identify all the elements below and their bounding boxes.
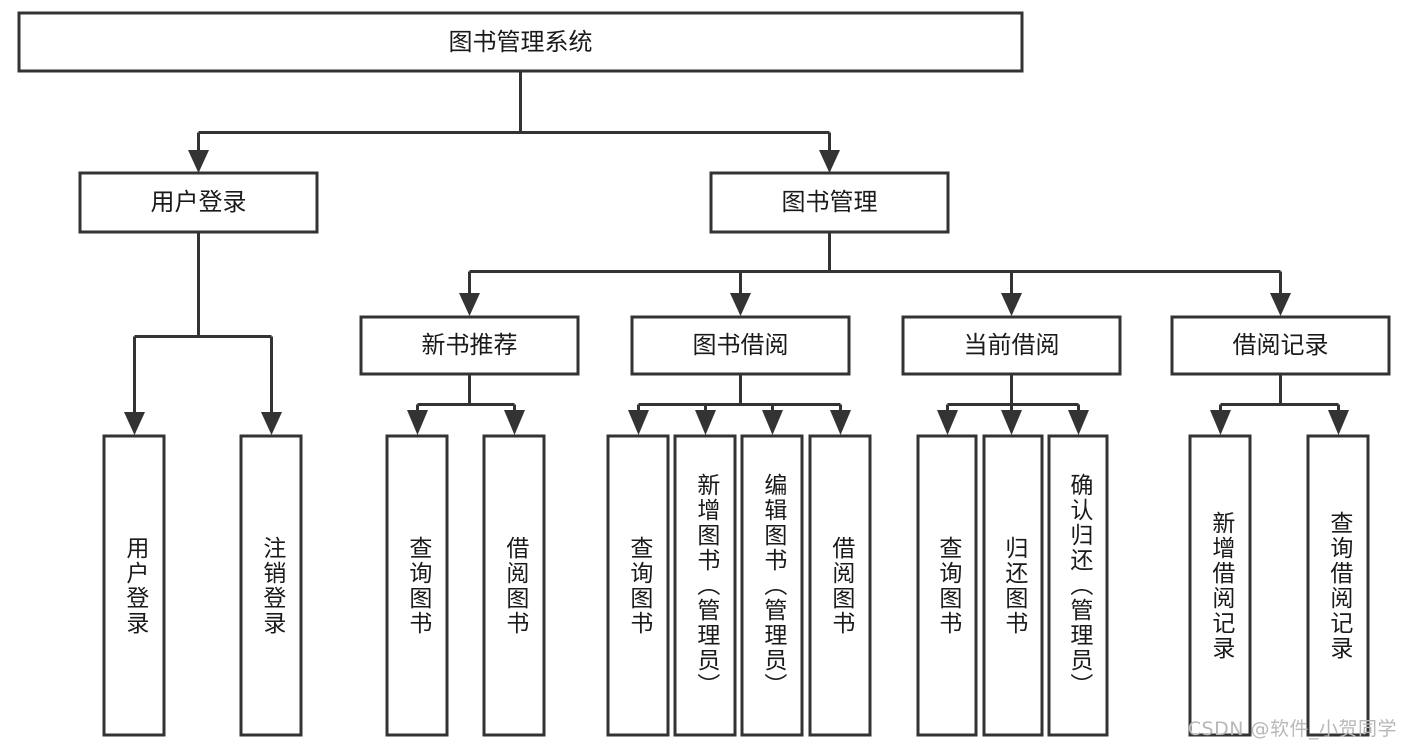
- node-book-borrow-rect[interactable]: [630, 315, 851, 376]
- connector-group-book-borrow: [628, 374, 851, 435]
- node-new-book-recommend[interactable]: 新书推荐: [359, 315, 580, 376]
- arrow-head-leaf-borrow-book-1: [504, 410, 525, 435]
- connector-group-borrow-record: [1210, 374, 1349, 435]
- node-book-borrow[interactable]: 图书借阅: [630, 315, 851, 376]
- node-leaf-add-record-rect[interactable]: [1188, 434, 1252, 737]
- arrow-head-leaf-query-book-1: [407, 410, 428, 435]
- arrow-head-leaf-borrow-book-2: [830, 410, 851, 435]
- node-current-borrow-label: 当前借阅: [964, 331, 1060, 359]
- arrow-head-leaf-query-book-2: [628, 410, 649, 435]
- node-leaf-borrow-book-2-rect[interactable]: [808, 434, 872, 737]
- node-book-manage-label: 图书管理: [782, 188, 878, 216]
- arrow-head-leaf-add-record: [1210, 410, 1231, 435]
- arrow-head-new-book-recommend: [459, 293, 480, 316]
- node-leaf-query-book-3-rect[interactable]: [916, 434, 978, 737]
- node-root-rect[interactable]: [17, 11, 1024, 73]
- connector-group-book-manage: [459, 232, 1291, 316]
- node-leaf-logout-rect[interactable]: [239, 434, 303, 737]
- arrow-head-leaf-user-login: [124, 412, 145, 435]
- node-user-login[interactable]: 用户登录: [78, 171, 319, 234]
- arrow-head-user-login: [188, 150, 209, 173]
- node-book-manage-rect[interactable]: [709, 171, 950, 234]
- arrow-head-borrow-record: [1270, 293, 1291, 316]
- arrow-head-leaf-query-book-3: [937, 410, 958, 435]
- arrow-head-leaf-edit-book: [762, 410, 783, 435]
- node-leaf-query-book-2-rect[interactable]: [606, 434, 670, 737]
- arrow-head-leaf-confirm-return: [1068, 410, 1089, 435]
- node-leaf-user-login-rect[interactable]: [102, 434, 166, 737]
- node-book-manage[interactable]: 图书管理: [709, 171, 950, 234]
- node-leaf-edit-book-rect[interactable]: [740, 434, 804, 737]
- arrow-head-leaf-add-book: [695, 410, 716, 435]
- connector-group-new-book-recommend: [407, 374, 525, 435]
- node-leaf-confirm-return-rect[interactable]: [1047, 434, 1109, 737]
- arrow-head-leaf-query-record: [1328, 410, 1349, 435]
- node-borrow-record[interactable]: 借阅记录: [1170, 315, 1391, 376]
- connector-group-root: [188, 71, 840, 173]
- node-leaf-add-book-rect[interactable]: [673, 434, 737, 737]
- node-user-login-label: 用户登录: [151, 188, 247, 216]
- node-user-login-rect[interactable]: [78, 171, 319, 234]
- node-borrow-record-label: 借阅记录: [1233, 331, 1329, 359]
- arrow-head-book-manage: [819, 150, 840, 173]
- node-current-borrow[interactable]: 当前借阅: [901, 315, 1122, 376]
- arrow-head-current-borrow: [1001, 293, 1022, 316]
- node-leaf-borrow-book-1-rect[interactable]: [482, 434, 546, 737]
- node-borrow-record-rect[interactable]: [1170, 315, 1391, 376]
- csdn-watermark: CSDN @软件_小贺同学: [1187, 718, 1397, 740]
- node-leaf-return-book-rect[interactable]: [982, 434, 1044, 737]
- node-new-book-recommend-rect[interactable]: [359, 315, 580, 376]
- node-root[interactable]: 图书管理系统: [17, 11, 1024, 73]
- arrow-head-leaf-logout: [261, 412, 282, 435]
- connector-group-current-borrow: [937, 374, 1089, 435]
- arrow-head-book-borrow: [730, 293, 751, 316]
- node-root-label: 图书管理系统: [449, 28, 593, 56]
- node-leaf-query-record-rect[interactable]: [1306, 434, 1370, 737]
- node-leaf-query-book-1-rect[interactable]: [385, 434, 449, 737]
- connector-group-user-login: [124, 232, 282, 435]
- node-new-book-recommend-label: 新书推荐: [422, 331, 518, 359]
- arrow-head-leaf-return-book: [1001, 410, 1022, 435]
- node-current-borrow-rect[interactable]: [901, 315, 1122, 376]
- node-book-borrow-label: 图书借阅: [693, 331, 789, 359]
